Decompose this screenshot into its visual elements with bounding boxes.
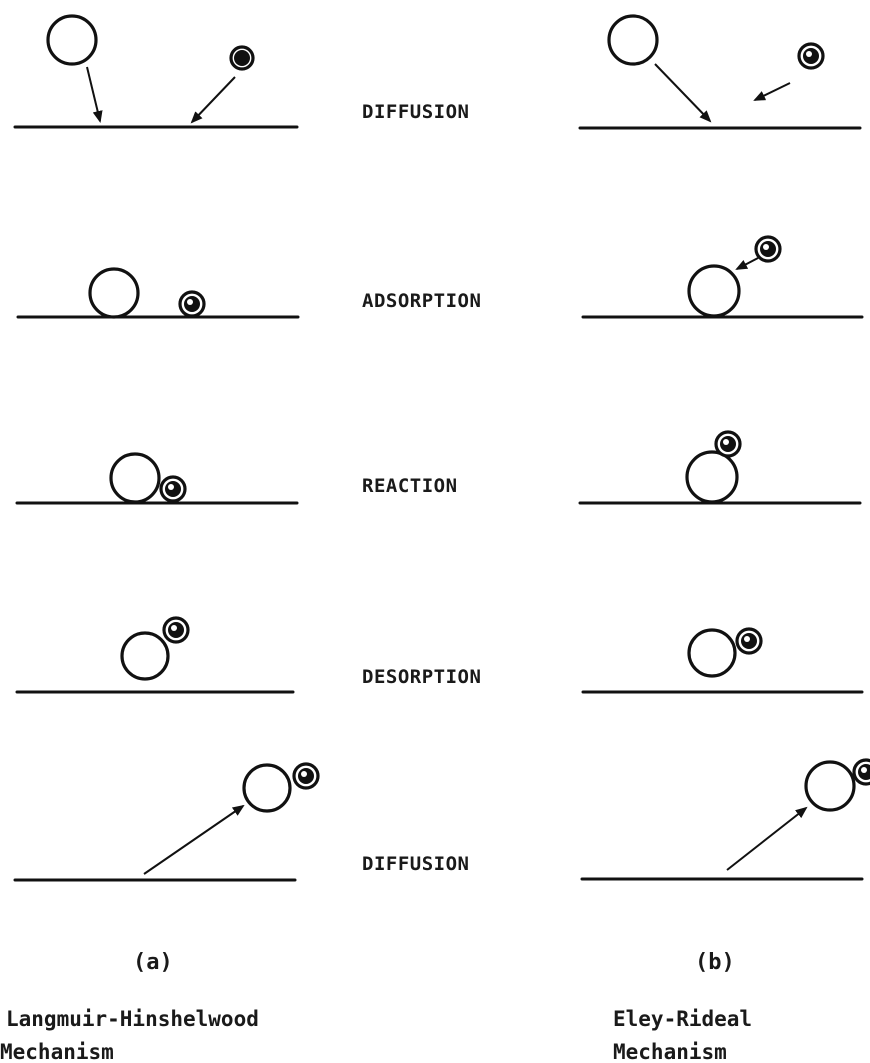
small-molecule-icon	[799, 44, 823, 68]
arrow-icon	[192, 77, 235, 122]
large-molecule-icon	[609, 16, 657, 64]
eley-rideal-title: Eley-Rideal	[613, 1007, 752, 1031]
large-molecule-icon	[687, 452, 737, 502]
arrow-icon	[87, 67, 100, 121]
eley-rideal-subtitle: Mechanism	[613, 1040, 727, 1063]
row-reaction: REACTION	[17, 432, 860, 503]
small-molecule-icon	[294, 764, 318, 788]
step-label: DIFFUSION	[362, 101, 469, 123]
large-molecule-icon	[111, 454, 159, 502]
step-label: ADSORPTION	[362, 290, 481, 312]
large-molecule-icon	[689, 630, 735, 676]
small-molecule-icon	[164, 618, 188, 642]
arrow-icon	[755, 83, 790, 100]
large-molecule-icon	[244, 765, 290, 811]
step-label: DIFFUSION	[362, 853, 469, 875]
large-molecule-icon	[90, 269, 138, 317]
panel-b-tag: (b)	[695, 950, 735, 975]
large-molecule-icon	[48, 16, 96, 64]
row-diffusion-1: DIFFUSION	[15, 16, 860, 128]
small-molecule-icon	[161, 477, 185, 501]
row-diffusion-2: DIFFUSION	[15, 760, 870, 880]
langmuir-hinshelwood-title: Langmuir-Hinshelwood	[6, 1007, 259, 1031]
row-adsorption: ADSORPTION	[18, 237, 862, 317]
small-molecule-icon	[737, 629, 761, 653]
arrow-icon	[144, 806, 243, 874]
large-molecule-icon	[806, 762, 854, 810]
arrow-icon	[737, 258, 758, 269]
small-molecule-icon	[756, 237, 780, 261]
small-molecule-icon	[231, 47, 253, 69]
step-label: DESORPTION	[362, 666, 481, 688]
arrow-icon	[655, 64, 710, 121]
arrow-icon	[727, 808, 806, 870]
small-molecule-icon	[716, 432, 740, 456]
small-molecule-icon	[854, 760, 870, 784]
small-molecule-icon	[180, 292, 204, 316]
large-molecule-icon	[689, 266, 739, 316]
langmuir-hinshelwood-subtitle: Mechanism	[0, 1040, 114, 1063]
row-desorption: DESORPTION	[17, 618, 862, 692]
step-label: REACTION	[362, 475, 458, 497]
panel-a-tag: (a)	[133, 950, 173, 975]
large-molecule-icon	[122, 633, 168, 679]
